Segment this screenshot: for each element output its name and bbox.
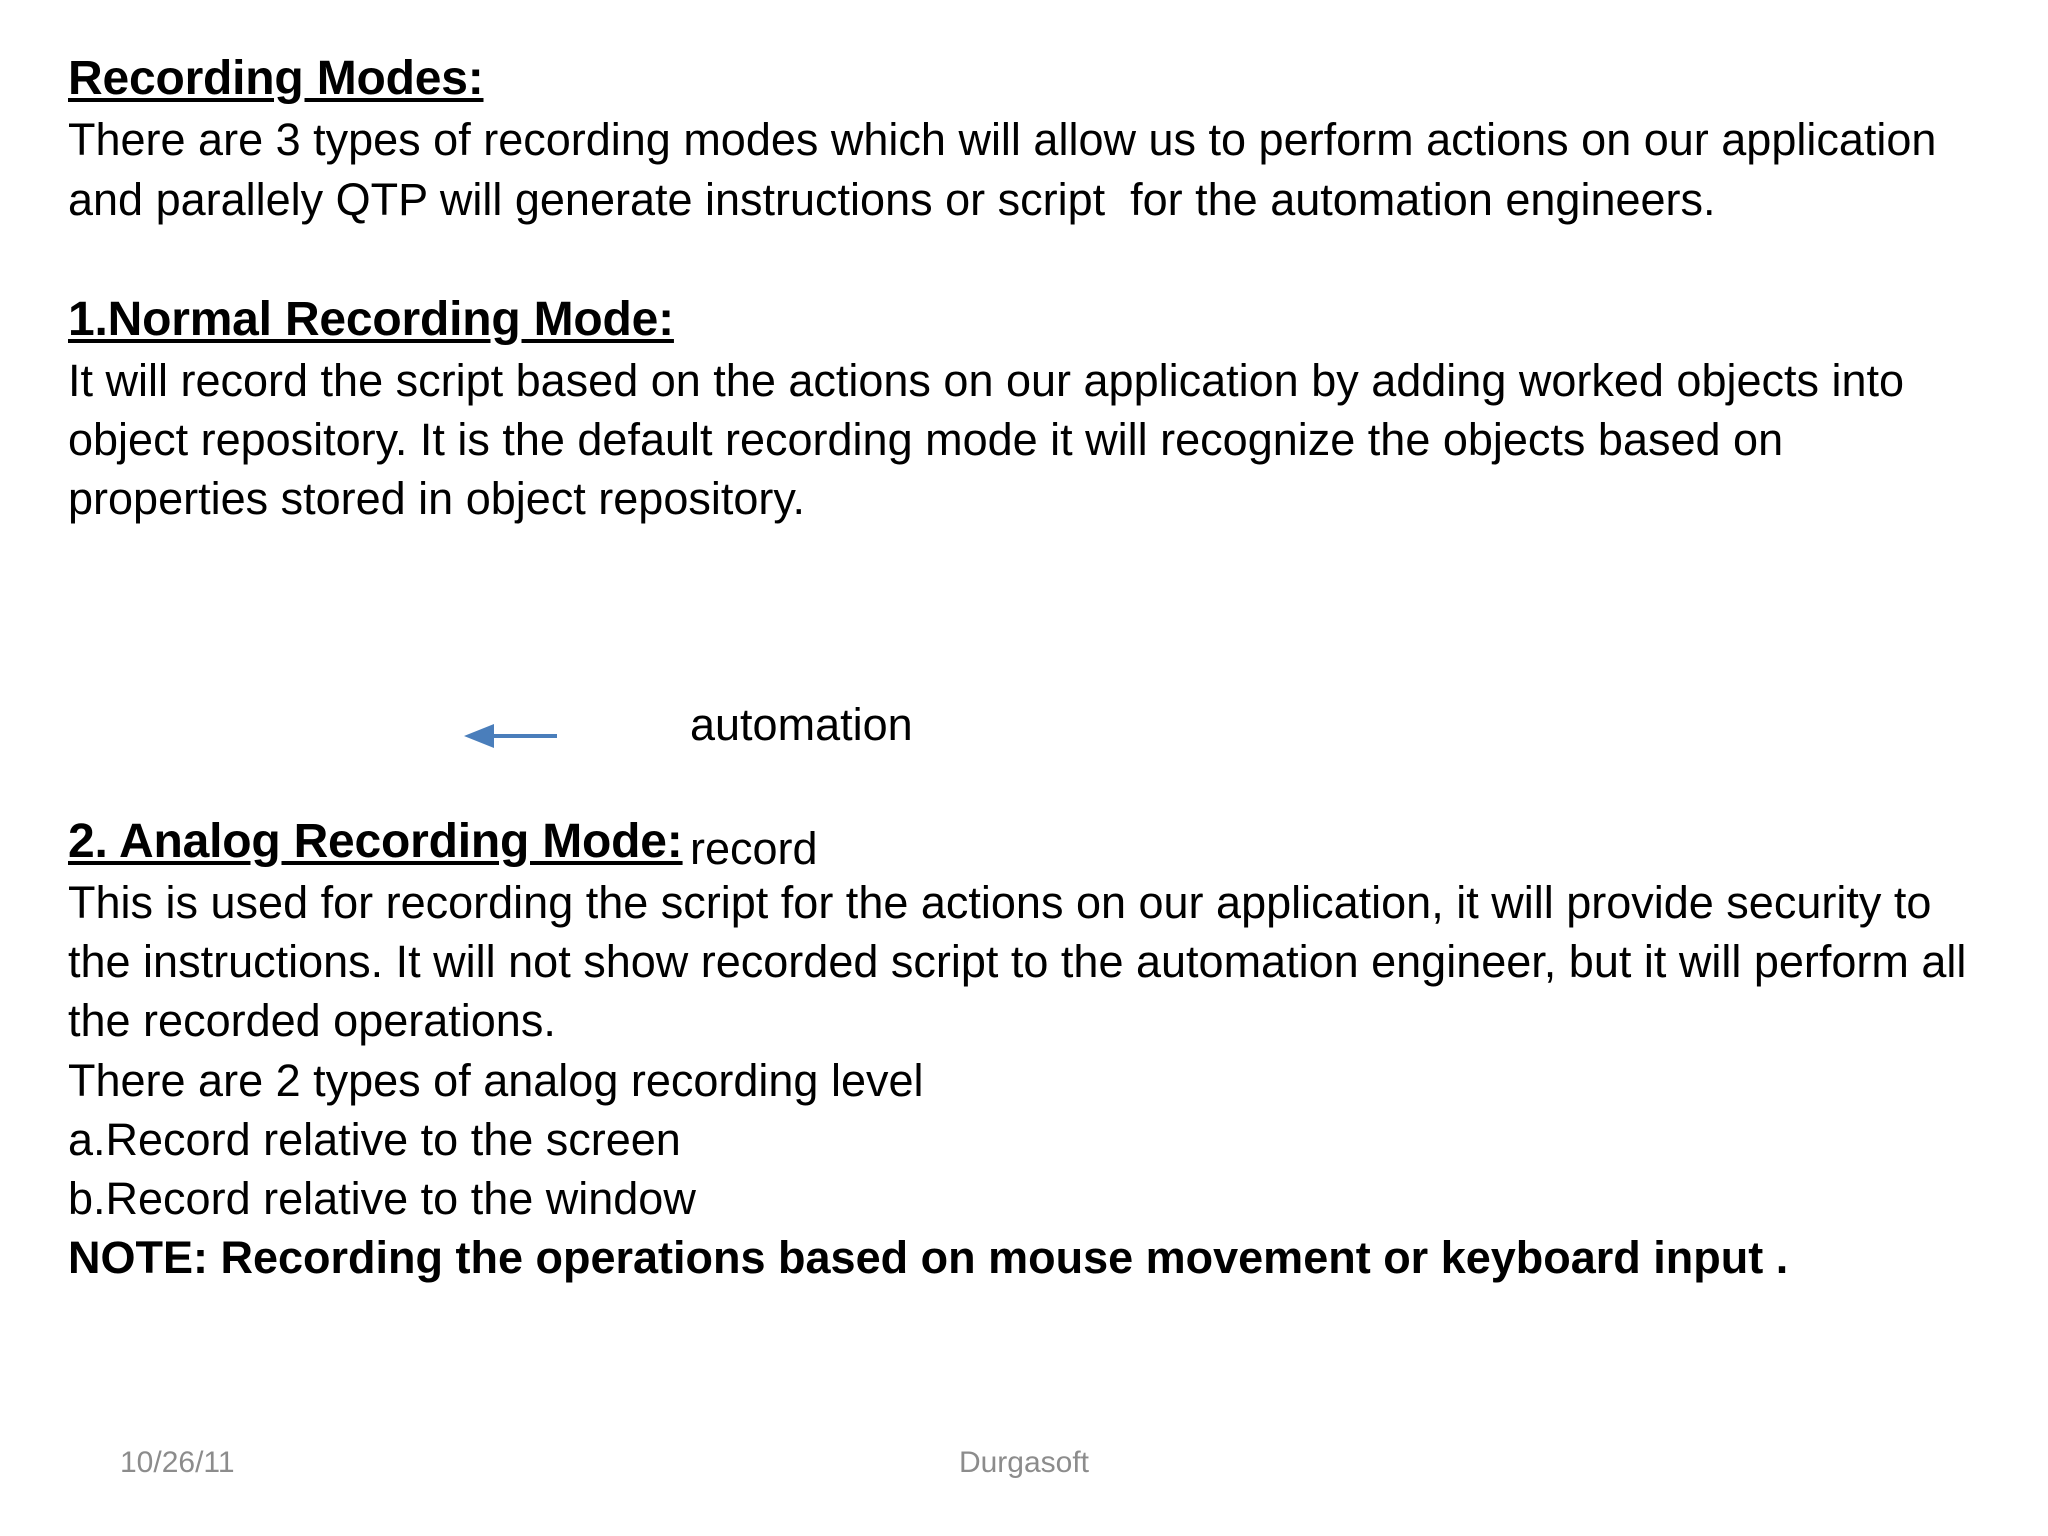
- slide-footer: 10/26/11 Durgasoft: [0, 1448, 2048, 1498]
- diagram-reserved-space: [68, 529, 1968, 811]
- footer-organization: Durgasoft: [958, 1446, 1090, 1479]
- spacer-after-intro: [68, 229, 1968, 289]
- section-2-body: This is used for recording the script fo…: [68, 877, 1979, 1047]
- list-item: b.Record relative to the window: [68, 1172, 696, 1224]
- section-1-body: It will record the script based on the a…: [68, 355, 1917, 525]
- section-2-list-intro: There are 2 types of analog recording le…: [68, 1054, 924, 1106]
- diagram-label-record: record: [690, 823, 818, 874]
- section-1-heading-text: 1.Normal Recording Mode:: [68, 292, 674, 346]
- left-arrow-icon: [462, 722, 562, 756]
- section-1-heading: 1.Normal Recording Mode:: [68, 289, 1968, 351]
- page-title-text: Recording Modes:: [68, 52, 484, 105]
- intro-paragraph: There are 3 types of recording modes whi…: [68, 114, 1949, 225]
- section-2-heading-text: 2. Analog Recording Mode:: [68, 814, 683, 868]
- list-item: a.Record relative to the screen: [68, 1113, 681, 1165]
- slide-content: Recording Modes: There are 3 types of re…: [68, 48, 1968, 1287]
- page-title: Recording Modes:: [68, 48, 1968, 110]
- note-line: NOTE: Recording the operations based on …: [68, 1232, 1789, 1284]
- section-2-heading: 2. Analog Recording Mode:: [68, 811, 1968, 873]
- diagram-label-automation: automation: [690, 699, 913, 750]
- footer-date: 10/26/11: [120, 1446, 235, 1479]
